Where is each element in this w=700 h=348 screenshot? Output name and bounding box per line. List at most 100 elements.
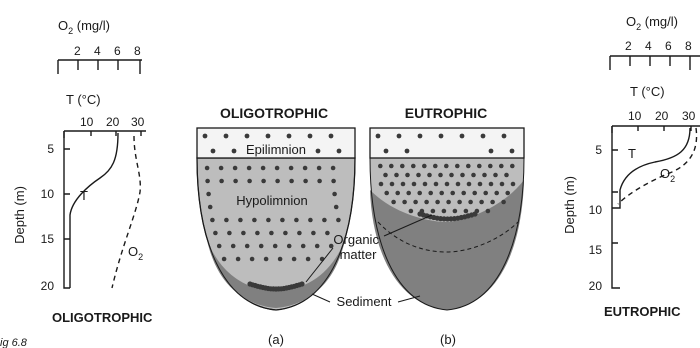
particle-dot: [422, 164, 427, 169]
particle-dot: [219, 166, 224, 171]
particle-dot: [306, 257, 311, 262]
left-o2-axis: [58, 60, 142, 74]
left-temperature-curve: [70, 133, 118, 288]
right-temp-tick-labels: 10 20 30: [628, 109, 696, 123]
tick-label: 10: [41, 187, 55, 201]
particle-dot: [510, 164, 515, 169]
tick-label: 8: [685, 39, 692, 53]
left-o2-axis-label: O2 (mg/l): [58, 18, 110, 36]
particle-dot: [489, 149, 494, 154]
tick-label: 6: [665, 39, 672, 53]
particle-dot: [486, 209, 491, 214]
particle-dot: [413, 200, 418, 205]
lake-b-eutrophic: EUTROPHIC (b): [370, 105, 524, 347]
particle-dot: [461, 191, 466, 196]
lake-b-caption: (b): [440, 332, 456, 347]
particle-dot: [400, 164, 405, 169]
left-o2-curve-label: O2: [128, 244, 143, 262]
particle-dot: [438, 173, 443, 178]
tick-label: 2: [625, 39, 632, 53]
particle-dot: [412, 182, 417, 187]
particle-dot: [460, 173, 465, 178]
particle-dot: [390, 182, 395, 187]
right-temp-axis: [612, 126, 700, 133]
particle-dot: [405, 173, 410, 178]
lake-a-title: OLIGOTROPHIC: [220, 105, 328, 121]
particle-dot: [227, 231, 232, 236]
particle-dot: [433, 164, 438, 169]
particle-dot: [297, 231, 302, 236]
particle-dot: [394, 173, 399, 178]
particle-dot: [233, 166, 238, 171]
particle-dot: [301, 244, 306, 249]
right-o2-axis-label: O2 (mg/l): [626, 14, 678, 32]
particle-dot: [250, 257, 255, 262]
particle-dot: [434, 182, 439, 187]
particle-dot: [283, 231, 288, 236]
tick-label: 20: [655, 109, 669, 123]
right-depth-axis: [612, 126, 620, 288]
particle-dot: [435, 200, 440, 205]
particle-dot: [494, 191, 499, 196]
left-t-curve-label: T: [80, 188, 88, 203]
particle-dot: [303, 166, 308, 171]
particle-dot: [504, 173, 509, 178]
particle-dot: [471, 173, 476, 178]
particle-dot: [217, 244, 222, 249]
particle-dot: [397, 134, 402, 139]
particle-dot: [245, 134, 250, 139]
tick-label: 20: [41, 279, 55, 293]
tick-label: 10: [589, 203, 603, 217]
right-profile-panel: O2 (mg/l) 2 4 6 8 T (°C) 10 20 30 Depth …: [562, 14, 700, 319]
particle-dot: [405, 149, 410, 154]
particle-dot: [395, 191, 400, 196]
particle-dot: [391, 200, 396, 205]
particle-dot: [424, 200, 429, 205]
particle-dot: [482, 173, 487, 178]
particle-dot: [224, 134, 229, 139]
particle-dot: [231, 244, 236, 249]
tick-label: 10: [80, 115, 94, 129]
particle-dot: [203, 134, 208, 139]
left-temp-axis-label: T (°C): [66, 92, 101, 107]
left-profile-panel: O2 (mg/l) 2 4 6 8 T (°C) 10 20 30 Depth …: [0, 18, 153, 348]
particle-dot: [205, 179, 210, 184]
particle-dot: [493, 173, 498, 178]
particle-dot: [490, 200, 495, 205]
particle-dot: [255, 231, 260, 236]
particle-dot: [378, 164, 383, 169]
lake-b-title: EUTROPHIC: [405, 105, 487, 121]
particle-dot: [259, 244, 264, 249]
tick-label: 30: [131, 115, 145, 129]
particle-dot: [511, 182, 516, 187]
particle-dot: [332, 192, 337, 197]
particle-dot: [472, 191, 477, 196]
particle-dot: [269, 231, 274, 236]
right-panel-title: EUTROPHIC: [604, 304, 681, 319]
particle-dot: [289, 179, 294, 184]
particle-dot: [488, 164, 493, 169]
particle-dot: [389, 164, 394, 169]
particle-dot: [325, 231, 330, 236]
particle-dot: [376, 134, 381, 139]
particle-dot: [464, 209, 469, 214]
particle-dot: [468, 200, 473, 205]
sediment-label: Sediment: [337, 294, 392, 309]
particle-dot: [322, 218, 327, 223]
lake-a-oligotrophic: OLIGOTROPHIC Epilimnion Hypolimnion (a): [197, 105, 355, 347]
particle-dot: [478, 182, 483, 187]
particle-dot: [431, 209, 436, 214]
particle-dot: [336, 218, 341, 223]
particle-dot: [273, 244, 278, 249]
particle-dot: [477, 164, 482, 169]
left-depth-axis: [64, 131, 70, 288]
particle-dot: [266, 134, 271, 139]
particle-dot: [287, 134, 292, 139]
particle-dot: [427, 173, 432, 178]
right-oxygen-curve: [618, 128, 697, 204]
tick-label: 20: [589, 279, 603, 293]
particle-dot: [417, 191, 422, 196]
right-depth-tick-labels: 5 10 15 20: [589, 143, 603, 293]
particle-dot: [275, 179, 280, 184]
